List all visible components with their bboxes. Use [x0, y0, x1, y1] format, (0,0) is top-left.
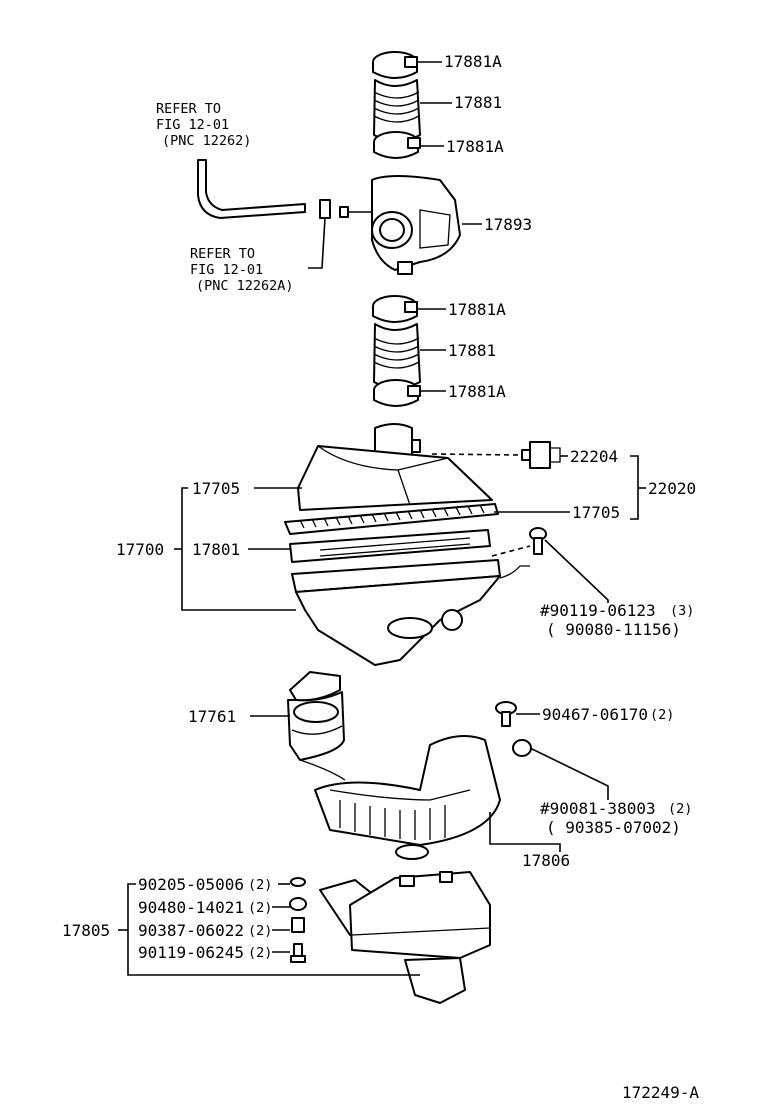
sensor-22204 — [521, 441, 561, 469]
label-nut-90385: ( 90385-07002) — [546, 818, 681, 837]
label-17881a-2: 17881A — [446, 137, 504, 156]
ref1-line3: (PNC 12262) — [162, 133, 251, 149]
label-17700: 17700 — [116, 540, 164, 559]
figure-code: 172249-A — [622, 1083, 699, 1102]
label-90205: 90205-05006 — [138, 875, 244, 894]
label-17881-1: 17881 — [454, 93, 502, 112]
label-90387: 90387-06022 — [138, 921, 244, 940]
nut-90081-38003 — [512, 739, 532, 757]
part-labels: REFER TO FIG 12-01 (PNC 12262) REFER TO … — [62, 52, 699, 1102]
breather-hose — [197, 159, 331, 269]
lower-hose-assembly — [372, 295, 421, 407]
ref2-line3: (PNC 12262A) — [196, 278, 294, 294]
upper-hose-assembly — [372, 51, 421, 159]
label-bolt-90119-qty: (3) — [670, 603, 694, 619]
label-screw-90467-qty: (2) — [650, 707, 674, 723]
label-17806: 17806 — [522, 851, 570, 870]
ref1-line1: REFER TO — [156, 101, 221, 117]
screw-90467-06170 — [495, 701, 517, 727]
ref2-line1: REFER TO — [190, 246, 255, 262]
label-nut-90081: #90081-38003 — [540, 799, 656, 818]
fastener-stack — [289, 877, 307, 963]
label-90119-qty: (2) — [248, 945, 272, 961]
label-screw-90467: 90467-06170 — [542, 705, 648, 724]
label-17881a-4: 17881A — [448, 382, 506, 401]
ref2-line2: FIG 12-01 — [190, 262, 263, 278]
label-bolt-90080: ( 90080-11156) — [546, 620, 681, 639]
leader-lines — [118, 61, 646, 976]
inlet-duct-17761 — [287, 671, 345, 761]
label-17881-2: 17881 — [448, 341, 496, 360]
label-22204: 22204 — [570, 447, 618, 466]
label-nut-90081-qty: (2) — [668, 801, 692, 817]
label-17805: 17805 — [62, 921, 110, 940]
label-90205-qty: (2) — [248, 877, 272, 893]
label-90480: 90480-14021 — [138, 898, 244, 917]
label-17881a-1: 17881A — [444, 52, 502, 71]
label-17881a-3: 17881A — [448, 300, 506, 319]
ref1-line2: FIG 12-01 — [156, 117, 229, 133]
air-cleaner-assembly — [284, 423, 531, 666]
label-bolt-90119: #90119-06123 — [540, 601, 656, 620]
bolt-90119-06123 — [529, 527, 547, 555]
label-90480-qty: (2) — [248, 900, 272, 916]
label-90119: 90119-06245 — [138, 943, 244, 962]
label-17761: 17761 — [188, 707, 236, 726]
resonator-17805 — [319, 871, 491, 1004]
label-17801: 17801 — [192, 540, 240, 559]
label-17705-left: 17705 — [192, 479, 240, 498]
label-22020: 22020 — [648, 479, 696, 498]
resonator-17893 — [339, 175, 461, 275]
duct-17806 — [299, 735, 501, 860]
label-17893: 17893 — [484, 215, 532, 234]
label-90387-qty: (2) — [248, 923, 272, 939]
label-17705-right: 17705 — [572, 503, 620, 522]
